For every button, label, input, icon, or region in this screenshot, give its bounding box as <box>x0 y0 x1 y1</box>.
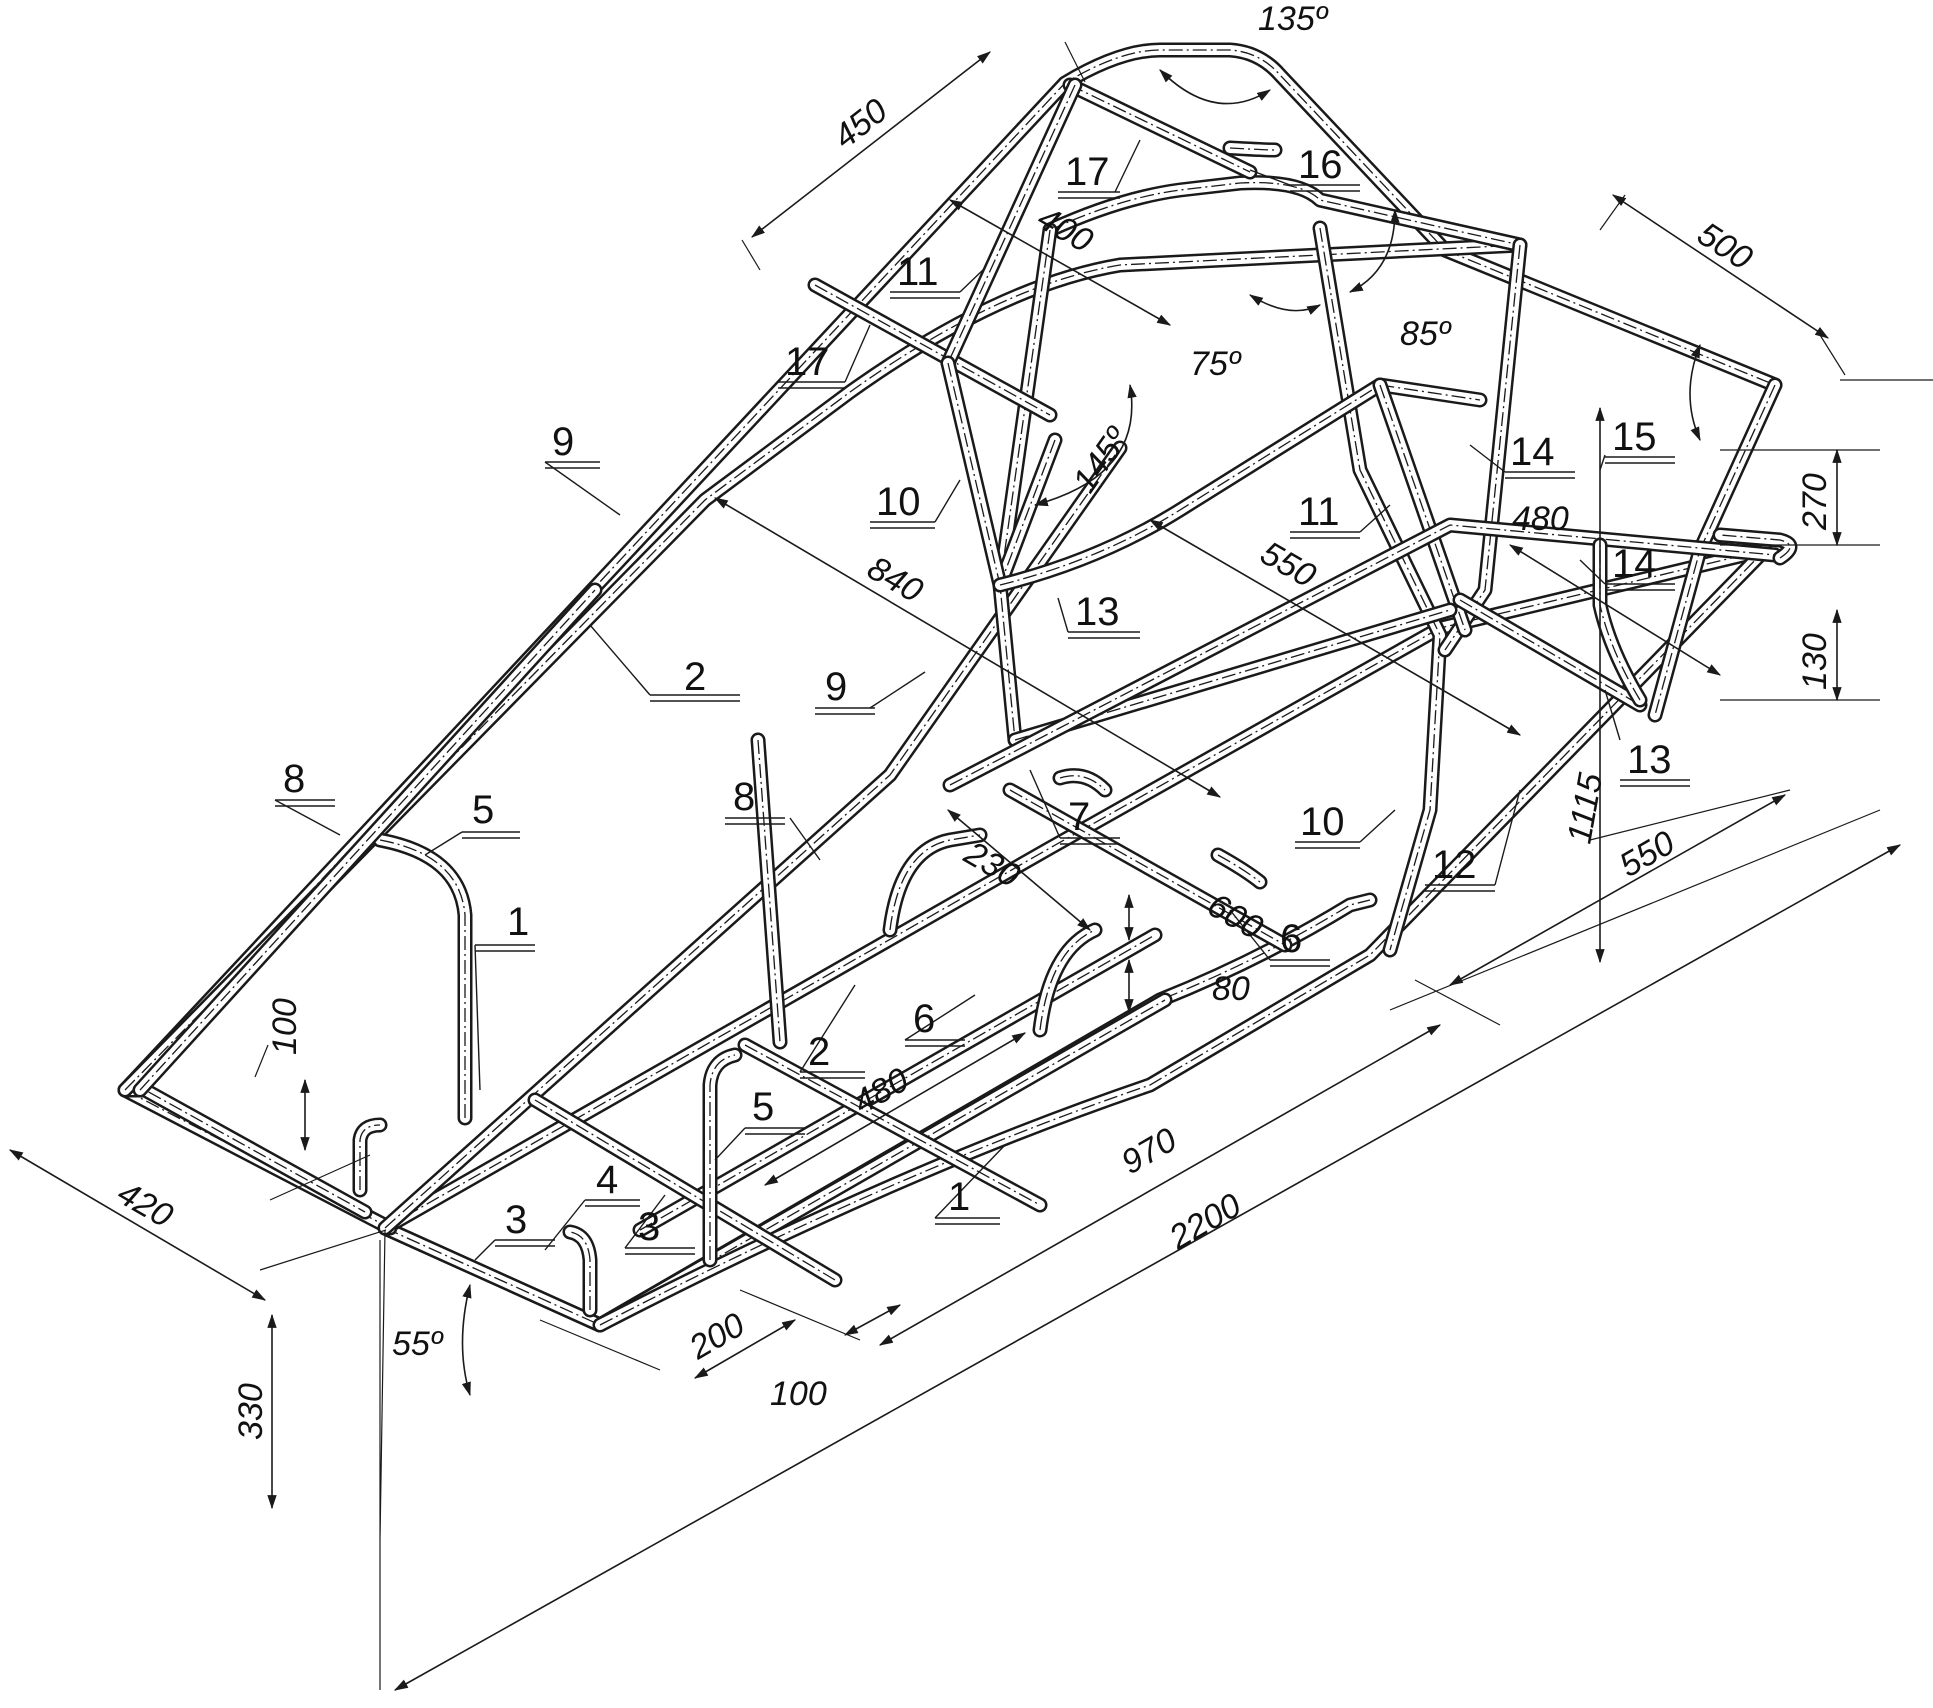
dim-480: 480 <box>1512 500 1569 538</box>
label-part-3: 3 <box>505 1198 527 1242</box>
tube-axis-lower-left-8 <box>139 589 596 1091</box>
label-part-3: 3 <box>638 1205 660 1249</box>
label-part-10: 10 <box>876 480 921 524</box>
leader-part-17 <box>844 324 871 383</box>
label-part-13: 13 <box>1627 738 1672 782</box>
leader-part-17 <box>1114 139 1141 193</box>
label-part-17: 17 <box>1065 150 1110 194</box>
leader-part-13 <box>1057 597 1069 633</box>
label-part-15: 15 <box>1612 415 1657 459</box>
dim-75-deg: 75º <box>1190 345 1242 383</box>
dim-970: 970 <box>1115 1121 1183 1182</box>
label-part-12: 12 <box>1432 843 1477 887</box>
leader-part-14 <box>1579 559 1606 585</box>
leader-part-7 <box>1029 769 1061 839</box>
tube-axis-cross-17a <box>814 284 1051 416</box>
label-part-11: 11 <box>897 250 939 294</box>
leader-part-10 <box>1359 809 1396 843</box>
label-part-6: 6 <box>913 997 935 1041</box>
label-part-9: 9 <box>825 665 847 709</box>
dim-135-deg: 135º <box>1258 0 1329 38</box>
dim-840: 840 <box>861 549 929 610</box>
tube-axis-front-hoop-left <box>124 49 1776 1091</box>
leader-part-2 <box>589 624 651 696</box>
tube-core-front-hoop-5b <box>705 1050 740 1265</box>
leader-part-5 <box>424 831 463 856</box>
leader-part-14 <box>1469 444 1506 473</box>
leader-part-11 <box>959 267 986 293</box>
tube-axis-small-step-3 <box>359 1124 381 1190</box>
dim-1115: 1115 <box>1560 770 1610 846</box>
dim-55-deg: 55º <box>392 1325 444 1363</box>
leader-part-6 <box>904 994 976 1041</box>
leader-part-4 <box>544 1199 586 1251</box>
label-part-4: 4 <box>596 1158 618 1202</box>
label-part-13: 13 <box>1075 590 1120 634</box>
leader-part-9 <box>544 461 621 516</box>
dim-270: 270 <box>1796 473 1834 531</box>
frame-tubes <box>117 42 1798 1333</box>
label-part-5: 5 <box>472 788 494 832</box>
leader-part-1 <box>934 1144 1006 1219</box>
label-part-8: 8 <box>283 757 305 801</box>
leader-part-3 <box>624 1194 666 1249</box>
dim-100: 100 <box>770 1375 827 1413</box>
dim-200: 200 <box>682 1306 751 1368</box>
tube-axis-cross-17b <box>1069 84 1251 173</box>
tube-axis-upper-10a <box>947 362 1001 586</box>
leader-lines <box>274 139 1690 1261</box>
dim-550: 550 <box>1613 824 1681 885</box>
leader-part-15 <box>1599 454 1606 471</box>
leader-part-1 <box>474 944 481 1091</box>
leader-part-13 <box>1604 689 1621 741</box>
tube-core-front-hoop-5a <box>375 835 470 1123</box>
label-part-5: 5 <box>752 1085 774 1129</box>
part-labels: 1 1 2 2 3 3 4 5 5 6 6 7 8 8 9 9 10 10 10… <box>283 143 1672 1249</box>
label-part-1: 1 <box>507 900 529 944</box>
dim-450: 450 <box>827 91 895 156</box>
label-part-16: 16 <box>1298 143 1343 187</box>
label-part-11: 11 <box>1298 490 1340 534</box>
leader-part-11 <box>1359 504 1391 533</box>
label-part-14: 14 <box>1612 542 1657 586</box>
tube-axis-brace-16 <box>1229 147 1276 151</box>
dim-85-deg: 85º <box>1400 315 1452 353</box>
tube-roll-hoop-left <box>1042 175 1528 253</box>
dimension-lines <box>8 41 1933 1691</box>
leader-part-10 <box>934 479 961 523</box>
label-part-2: 2 <box>808 1030 830 1074</box>
leader-part-6 <box>1229 909 1271 961</box>
dim-80: 80 <box>1212 970 1250 1008</box>
tube-axis-floor-cross-b <box>534 1099 836 1281</box>
label-part-8: 8 <box>733 775 755 819</box>
label-part-9: 9 <box>552 420 574 464</box>
label-part-6: 6 <box>1280 917 1302 961</box>
label-part-14: 14 <box>1510 430 1555 474</box>
dim-130: 130 <box>1796 633 1834 690</box>
leader-part-9 <box>869 671 926 709</box>
leader-part-3 <box>474 1239 496 1261</box>
dim-420: 420 <box>111 1174 179 1235</box>
leader-part-16 <box>1249 169 1291 186</box>
label-part-17: 17 <box>785 340 830 384</box>
dim-2200: 2200 <box>1162 1186 1247 1257</box>
label-part-2: 2 <box>684 655 706 699</box>
leader-part-5 <box>714 1127 746 1161</box>
dim-145-deg: 145º <box>1065 420 1137 500</box>
leader-part-12 <box>1494 789 1521 886</box>
label-part-1: 1 <box>948 1175 970 1219</box>
dim-100: 100 <box>266 998 304 1055</box>
leader-part-8 <box>789 817 821 861</box>
label-part-7: 7 <box>1068 795 1090 839</box>
leader-part-2 <box>799 984 856 1073</box>
label-part-10: 10 <box>1300 800 1345 844</box>
tube-axis-rear-bumper <box>1719 534 1791 559</box>
dim-330: 330 <box>232 1383 270 1440</box>
dim-500: 500 <box>1691 215 1759 278</box>
